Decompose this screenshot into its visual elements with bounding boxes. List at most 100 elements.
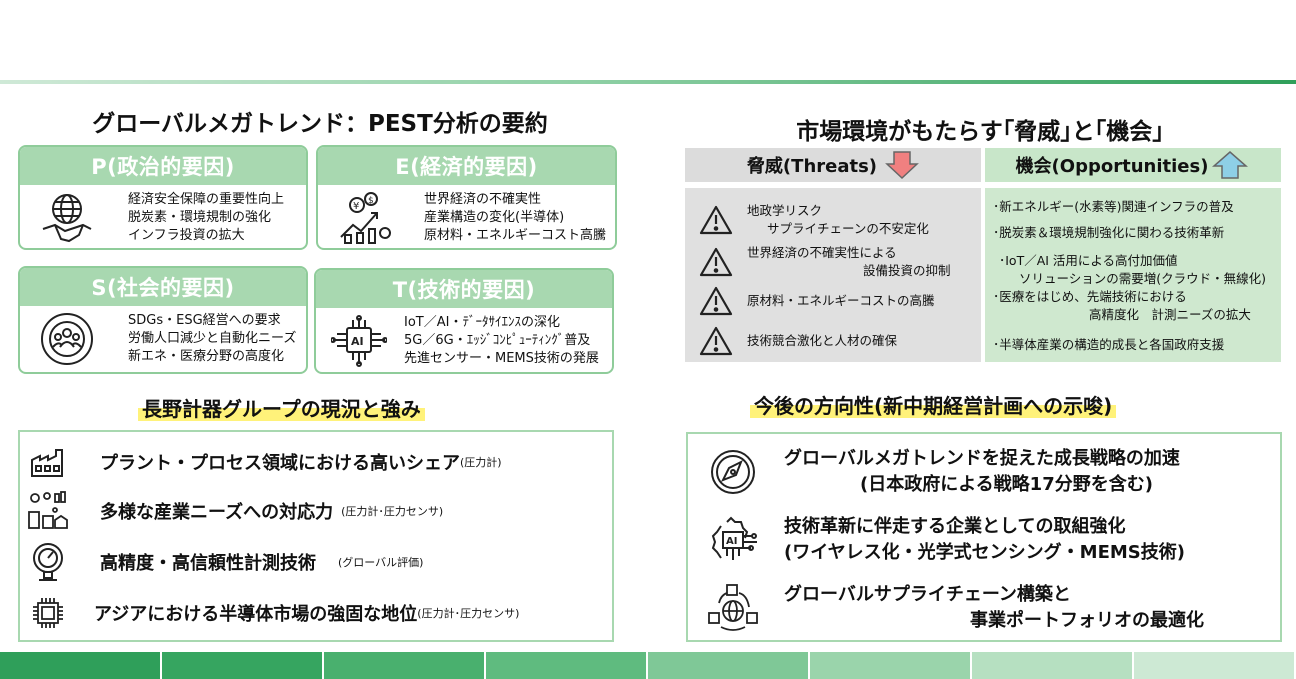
threat-item: 世界経済の不確実性による 設備投資の抑制 [699, 244, 951, 280]
footer-band [0, 652, 1296, 679]
strengths-title: 長野計器グループの現況と強み [138, 393, 425, 422]
direction-line: 事業ポートフォリオの最適化 [970, 610, 1204, 631]
opportunities-panel: ･新エネルギー(水素等)関連インフラの普及 ･脱炭素＆環境規制強化に関わる技術革… [985, 188, 1281, 362]
direction-line: (日本政府による戦略17分野を含む) [860, 474, 1153, 495]
pest-box-technological: T(技術的要因) AI IoT／AI・ﾃﾞｰﾀｻｲｴﾝｽの深化 5G／6G・ｴｯ… [314, 268, 614, 374]
footer-segment [810, 652, 970, 679]
compass-icon [698, 448, 768, 496]
pest-line: 労働人口減少と自動化ニーズ [128, 331, 297, 346]
direction-box: グローバルメガトレンドを捉えた成長戦略の加速 (日本政府による戦略17分野を含む… [686, 432, 1282, 642]
svg-text:$: $ [368, 196, 374, 206]
direction-title: 今後の方向性(新中期経営計画への示唆) [750, 390, 1117, 419]
pest-line: 新エネ・医療分野の高度化 [128, 349, 285, 364]
strength-item: 高精度・高信頼性計測技術 (グローバル評価) [20, 542, 612, 582]
footer-segment [0, 652, 160, 679]
pest-line: 経済安全保障の重要性向上 [128, 192, 285, 207]
threats-header: 脅威(Threats) [685, 148, 981, 182]
opportunity-item: ･IoT／AI 活用による高付加価値 ソリューションの需要増(クラウド・無線化) [993, 252, 1266, 288]
ai-gear-icon: AI [698, 516, 768, 564]
threat-line: 世界経済の不確実性による [747, 245, 897, 260]
footer-segment [972, 652, 1132, 679]
industries-icon [20, 490, 76, 532]
pest-header: E(経済的要因) [318, 147, 615, 185]
people-circle-icon [36, 310, 98, 368]
factory-icon [20, 446, 76, 478]
opportunity-line: ソリューションの需要増(クラウド・無線化) [1019, 271, 1267, 286]
threat-line: サプライチェーンの不安定化 [767, 221, 929, 236]
pest-box-social: S(社会的要因) SDGs・ESG経営への要求 労働人口減少と自動化ニーズ 新エ… [18, 266, 308, 374]
direction-item: AI 技術革新に伴走する企業としての取組強化 (ワイヤレス化・光学式センシング・… [688, 514, 1280, 566]
pressure-gauge-icon [20, 542, 76, 582]
pest-line: 脱炭素・環境規制の強化 [128, 210, 272, 225]
threat-item: 原材料・エネルギーコストの高騰 [699, 286, 935, 316]
opportunities-header: 機会(Opportunities) [985, 148, 1281, 182]
opportunity-item: ･脱炭素＆環境規制強化に関わる技術革新 [993, 224, 1224, 242]
strengths-box: プラント・プロセス領域における高いシェア (圧力計) 多様な産業ニーズへの対応力… [18, 430, 614, 642]
strength-main: プラント・プロセス領域における高いシェア [100, 453, 460, 474]
strength-sub: (圧力計･圧力センサ) [341, 505, 444, 518]
direction-item: グローバルメガトレンドを捉えた成長戦略の加速 (日本政府による戦略17分野を含む… [688, 446, 1280, 498]
footer-segment [1134, 652, 1294, 679]
svg-text:AI: AI [726, 536, 737, 547]
strength-item: プラント・プロセス領域における高いシェア (圧力計) [20, 446, 612, 478]
footer-segment [324, 652, 484, 679]
supply-chain-globe-icon [698, 583, 768, 633]
header-divider [0, 80, 1296, 84]
pest-box-economic: E(経済的要因) ¥ $ 世界経済の不確実性 産業構造の変化(半導体) 原材料・… [316, 145, 617, 250]
strength-sub: (グローバル評価) [338, 556, 424, 569]
strength-item: アジアにおける半導体市場の強固な地位 (圧力計･圧力センサ) [20, 596, 612, 630]
pest-line: IoT／AI・ﾃﾞｰﾀｻｲｴﾝｽの深化 [404, 315, 560, 330]
pest-title: グローバルメガトレンド：PEST分析の要約 [92, 111, 548, 137]
pest-line: 世界経済の不確実性 [424, 192, 542, 207]
warning-icon [699, 205, 733, 235]
strength-main: アジアにおける半導体市場の強固な地位 [94, 604, 418, 625]
arrow-up-icon [1212, 151, 1249, 179]
direction-line: 技術革新に伴走する企業としての取組強化 [784, 516, 1126, 537]
threat-item: 地政学リスク サプライチェーンの不安定化 [699, 202, 929, 238]
warning-icon [699, 247, 733, 277]
pest-header: P(政治的要因) [20, 147, 306, 185]
opportunity-item: ･半導体産業の構造的成長と各国政府支援 [993, 336, 1224, 354]
ai-chip-icon: AI [328, 312, 390, 370]
direction-line: (ワイヤレス化・光学式センシング・MEMS技術) [784, 542, 1185, 563]
warning-icon [699, 286, 733, 316]
threats-panel: 地政学リスク サプライチェーンの不安定化 世界経済の不確実性による 設備投資の抑… [685, 188, 981, 362]
pest-header: T(技術的要因) [316, 270, 612, 308]
strength-sub: (圧力計) [460, 456, 502, 469]
threat-line: 設備投資の抑制 [863, 263, 951, 278]
direction-line: グローバルサプライチェーン構築と [784, 584, 1071, 605]
opportunity-item: ･新エネルギー(水素等)関連インフラの普及 [993, 198, 1234, 216]
pest-line: 原材料・エネルギーコスト高騰 [424, 228, 607, 243]
strength-item: 多様な産業ニーズへの対応力 (圧力計･圧力センサ) [20, 490, 612, 532]
svg-text:¥: ¥ [353, 201, 359, 212]
pest-line: 5G／6G・ｴｯｼﾞｺﾝﾋﾟｭｰﾃｨﾝｸﾞ普及 [404, 333, 591, 348]
direction-line: グローバルメガトレンドを捉えた成長戦略の加速 [784, 448, 1180, 469]
pest-line: SDGs・ESG経営への要求 [128, 313, 281, 328]
threat-line: 原材料・エネルギーコストの高騰 [747, 293, 935, 308]
arrow-down-icon [885, 151, 919, 180]
footer-segment [486, 652, 646, 679]
strength-sub: (圧力計･圧力センサ) [417, 607, 520, 620]
threat-line: 地政学リスク [747, 203, 823, 218]
threat-item: 技術競合激化と人材の確保 [699, 326, 897, 356]
pest-box-political: P(政治的要因) 経済安全保障の重要性向上 脱炭素・環境規制の強化 インフラ投資… [18, 145, 308, 250]
pest-header: S(社会的要因) [20, 268, 306, 306]
opportunity-item: ･医療をはじめ、先端技術における 高精度化 計測ニーズの拡大 [993, 288, 1251, 324]
handshake-globe-icon [36, 189, 98, 247]
opportunity-line: ･IoT／AI 活用による高付加価値 [999, 253, 1178, 268]
opportunity-line: ･新エネルギー(水素等)関連インフラの普及 [993, 199, 1234, 214]
strength-main: 多様な産業ニーズへの対応力 [100, 502, 334, 523]
footer-segment [648, 652, 808, 679]
warning-icon [699, 326, 733, 356]
opportunity-line: ･医療をはじめ、先端技術における [993, 289, 1187, 304]
opportunity-line: 高精度化 計測ニーズの拡大 [1089, 307, 1251, 322]
threat-line: 技術競合激化と人材の確保 [747, 333, 898, 348]
pest-line: 産業構造の変化(半導体) [424, 210, 565, 225]
opportunity-line: ･半導体産業の構造的成長と各国政府支援 [993, 337, 1225, 352]
market-title: 市場環境がもたらす｢脅威｣と｢機会｣ [796, 119, 1164, 145]
semiconductor-chip-icon [20, 596, 76, 630]
growth-chart-icon: ¥ $ [334, 189, 396, 247]
svg-text:AI: AI [351, 335, 364, 348]
pest-line: 先進センサー・MEMS技術の発展 [404, 351, 599, 366]
opportunity-line: ･脱炭素＆環境規制強化に関わる技術革新 [993, 225, 1225, 240]
